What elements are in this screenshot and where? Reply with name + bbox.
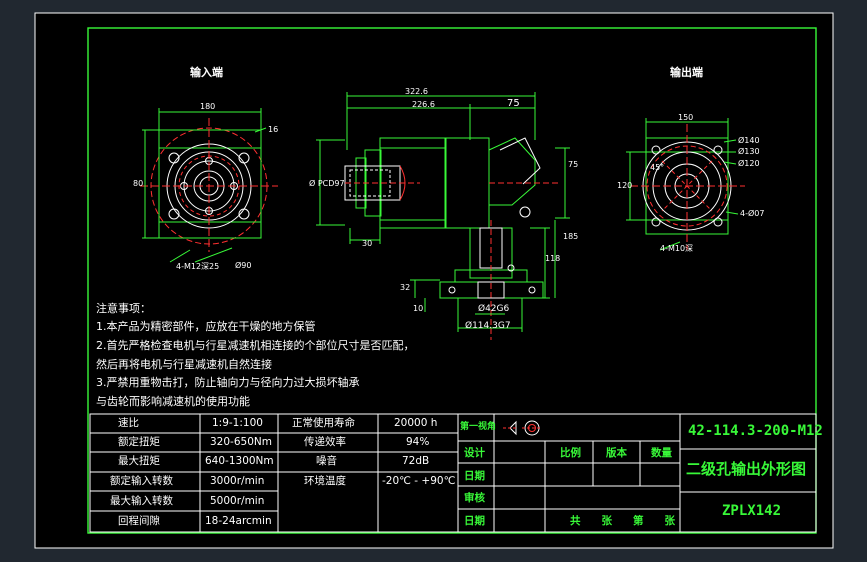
dim-side-height: 75 (568, 160, 579, 169)
drawing-product: ZPLX142 (722, 503, 782, 519)
spec-label-1: 额定扭矩 (118, 436, 160, 448)
output-view-label: 输出端 (670, 66, 703, 79)
note-5: 与齿轮而影响减速机的使用功能 (96, 395, 250, 408)
dim-input-hole: 16 (268, 125, 279, 134)
dim-output-k1: Ø140 (738, 136, 760, 145)
dim-input-bolt: 4-M12深25 (176, 262, 220, 271)
dim-side-base-h: 32 (400, 283, 411, 292)
spec2-value-3: -20℃ - +90℃ (382, 475, 456, 487)
spec-label-3: 额定输入转数 (110, 475, 173, 487)
dim-output-angle: 45° (650, 163, 665, 172)
spec-label-0: 速比 (118, 417, 139, 429)
title-date2: 日期 (464, 515, 485, 527)
spec-label-4: 最大输入转数 (110, 495, 173, 507)
notes-title: 注意事项： (96, 302, 151, 315)
output-end-view (626, 118, 745, 251)
title-review: 审核 (464, 492, 485, 504)
spec2-value-2: 72dB (402, 455, 430, 467)
dim-output-bolt: 4-M10深 (660, 244, 694, 253)
dim-side-drop: 185 (563, 232, 579, 241)
spec-value-5: 18-24arcmin (205, 515, 272, 527)
title-version: 版本 (606, 447, 627, 459)
dim-output-width: 150 (678, 113, 694, 122)
input-end-view (140, 108, 278, 263)
spec2-value-1: 94% (406, 436, 430, 448)
dim-side-bore: Ø42G6 (478, 304, 510, 314)
title-design: 设计 (464, 447, 485, 459)
title-sheets: 共 张 第 张 (570, 515, 675, 527)
drawing-model: 42-114.3-200-M12 (688, 423, 823, 439)
drawing-name: 二级孔输出外形图 (686, 460, 807, 478)
dim-input-height: 80 (133, 179, 144, 188)
dim-output-k3: Ø120 (738, 159, 760, 168)
title-date1: 日期 (464, 470, 485, 482)
spec-value-0: 1:9-1:100 (212, 417, 263, 429)
note-1: 1.本产品为精密部件，应放在干燥的地方保管 (96, 320, 316, 333)
spec-label-5: 回程间隙 (118, 515, 160, 527)
title-quantity: 数量 (651, 447, 672, 459)
spec2-label-0: 正常使用寿命 (292, 417, 355, 429)
dim-output-height: 120 (617, 181, 633, 190)
dim-side-total: 322.6 (405, 87, 428, 96)
title-block (457, 413, 817, 533)
input-view-label: 输入端 (190, 66, 223, 79)
spec-value-1: 320-650Nm (210, 436, 272, 448)
note-3: 然后再将电机与行星减速机自然连接 (96, 358, 272, 371)
spec2-value-0: 20000 h (394, 417, 438, 429)
spec-value-2: 640-1300Nm (205, 455, 274, 467)
spec2-label-1: 传递效率 (304, 436, 346, 448)
dim-side-pcd: Ø114.3G7 (465, 321, 511, 331)
dim-side-foot: 10 (413, 304, 424, 313)
side-section-view (316, 92, 570, 340)
title-projection: 第一视角 (460, 422, 497, 432)
spec-value-4: 5000r/min (210, 495, 265, 507)
dim-side-length: 30 (362, 239, 373, 248)
dim-output-k4: 4-Ø07 (740, 209, 765, 218)
note-4: 3.严禁用重物击打，防止轴向力与径向力过大损坏轴承 (96, 376, 360, 389)
spec2-label-2: 噪音 (316, 455, 337, 467)
dim-side-flange: 75 (507, 98, 520, 109)
dim-side-body: 226.6 (412, 100, 435, 109)
spec2-label-3: 环境温度 (304, 475, 346, 487)
dim-side-base: 118 (545, 254, 561, 263)
title-scale: 比例 (560, 447, 581, 459)
dim-input-width: 180 (200, 102, 216, 111)
dim-output-k2: Ø130 (738, 147, 760, 156)
dim-input-circle: Ø90 (235, 261, 252, 270)
drawing-border (87, 27, 817, 534)
note-2: 2.首先严格检查电机与行星减速机相连接的个部位尺寸是否匹配， (96, 339, 415, 352)
dim-side-shaft: Ø PCD97 (309, 179, 345, 188)
spec-value-3: 3000r/min (210, 475, 265, 487)
spec-label-2: 最大扭矩 (118, 455, 160, 467)
